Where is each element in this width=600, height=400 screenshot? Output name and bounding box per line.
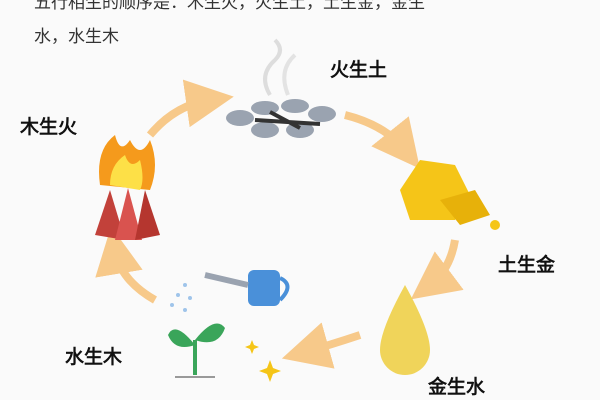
intro-line-1: 五行相生的顺序是：木生火，火生土，土生金，金生: [34, 0, 425, 13]
arrow-metal-water: [281, 322, 362, 369]
arrow-fire-earth: [344, 111, 420, 169]
sparkle-icon: [245, 340, 281, 382]
water-drop-icon: [380, 285, 430, 375]
smoke-icon: [263, 38, 297, 97]
label-metal-water: 金生水: [428, 376, 486, 398]
intro-line-2: 水，水生木: [34, 27, 119, 47]
campfire-icon: [95, 135, 160, 240]
water-droplets: [170, 283, 192, 312]
arrow-earth-metal: [410, 239, 464, 300]
arrow-wood-fire: [146, 79, 234, 138]
label-water-wood: 水生木: [65, 346, 123, 368]
arrow-water-wood: [95, 226, 158, 304]
gold-nugget-icon: [400, 160, 500, 230]
label-earth-metal: 土生金: [498, 254, 556, 276]
stone-ring-icon: [226, 99, 336, 138]
label-fire-earth: 火生土: [330, 59, 388, 81]
sprout-icon: [168, 323, 225, 378]
label-wood-fire: 木生火: [20, 116, 78, 138]
watering-can-icon: [204, 270, 290, 306]
